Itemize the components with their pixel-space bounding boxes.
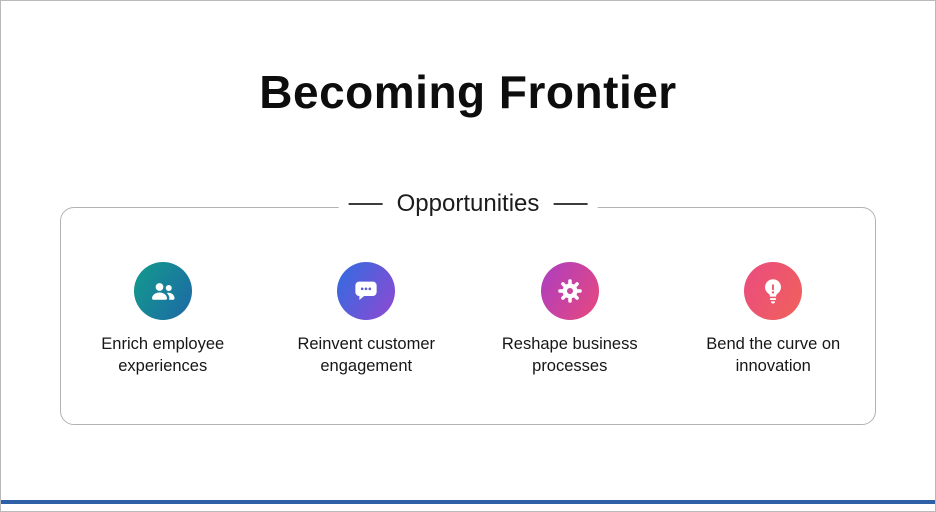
opportunity-label: Reinvent customer engagement [297,335,436,376]
people-icon-circle [133,262,192,320]
opportunity-label: Reshape business processes [501,335,638,376]
opportunity-item: Enrich employee experiences [61,262,265,378]
opportunities-row: Enrich employee experiences Reinvent cus… [61,208,875,378]
opportunities-box: Opportunities Enrich employee experience… [60,190,876,425]
opportunity-item: Reinvent customer engagement [265,262,469,378]
legend-line-right [553,203,588,205]
opportunities-legend: Opportunities [338,190,598,218]
lightbulb-icon-circle [744,262,803,320]
gear-icon [558,279,582,303]
opportunity-label: Enrich employee experiences [101,335,225,376]
lightbulb-icon [765,279,782,304]
opportunity-label: Bend the curve on innovation [706,335,841,376]
chat-icon-circle [337,262,396,320]
people-icon [151,283,175,300]
gear-icon-circle [540,262,599,320]
opportunities-label: Opportunities [396,190,540,217]
opportunity-item: Reshape business processes [468,262,672,378]
chat-icon [355,281,377,300]
slide-title: Becoming Frontier [259,66,677,118]
opportunity-item: Bend the curve on innovation [672,262,876,378]
footer-accent-bar [1,500,935,504]
legend-line-left [348,203,383,205]
